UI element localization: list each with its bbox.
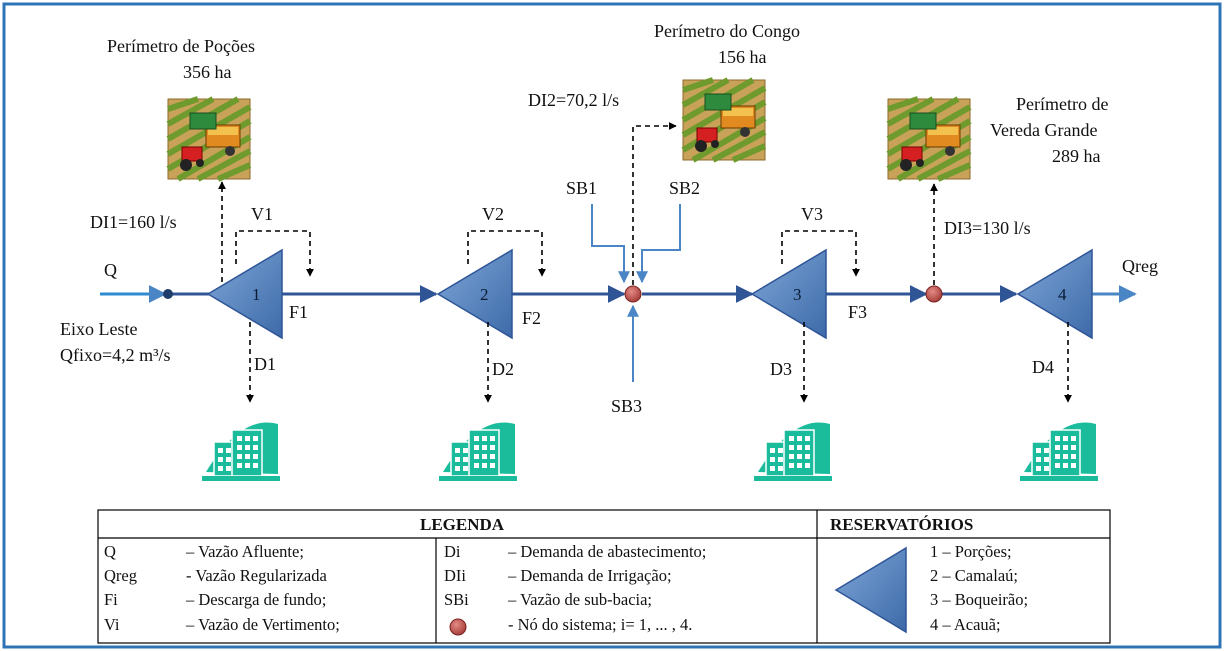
subbasin-sb3-label: SB3 <box>611 396 642 416</box>
legend-reservoir-triangle <box>834 546 907 634</box>
reservoir-3: 3 <box>750 248 827 340</box>
legend-description: – Vazão de sub-bacia; <box>507 590 652 609</box>
legend-symbol: Fi <box>104 590 118 609</box>
legend-symbol: Q <box>104 542 116 561</box>
system-node-1 <box>624 285 642 303</box>
legend-description: – Vazão Afluente; <box>185 542 304 561</box>
supply-demand-d4-label: D4 <box>1032 357 1054 377</box>
legend-description: - Vazão Regularizada <box>186 566 327 585</box>
bottom-discharge-f3-label: F3 <box>848 302 867 322</box>
subbasin-sb1-label: SB1 <box>566 178 597 198</box>
reservoir-4-number: 4 <box>1058 285 1067 304</box>
irrigation-demand-1-label: DI1=160 l/s <box>90 212 177 232</box>
subbasin-sb2-label: SB2 <box>669 178 700 198</box>
legend-title: LEGENDA <box>420 515 505 534</box>
legend-description: – Vazão de Vertimento; <box>185 615 340 634</box>
overflow-v2-path <box>467 230 546 277</box>
irrigation-demand-2-label: DI2=70,2 l/s <box>528 90 619 110</box>
reservoir-1-number: 1 <box>252 285 261 304</box>
bottom-discharge-f2-label: F2 <box>522 308 541 328</box>
system-node-2 <box>925 285 943 303</box>
legend-description: - Nó do sistema; i= 1, ... , 4. <box>508 615 692 634</box>
supply-demand-d1-label: D1 <box>254 354 276 374</box>
perimeter-2-area: 156 ha <box>718 47 767 67</box>
overflow-v2-label: V2 <box>482 204 504 224</box>
legend-row-4: Vi – Vazão de Vertimento; - Nó do sistem… <box>104 615 692 636</box>
perimeter-3-title: Perímetro de <box>1016 94 1108 114</box>
irrigation-perimeter-2-icon <box>683 80 765 160</box>
overflow-v3-path <box>781 230 860 277</box>
legend-row-2: Qreg - Vazão Regularizada DIi – Demanda … <box>104 566 672 585</box>
reservoirs-legend-item-1: 1 – Porções; <box>930 542 1012 561</box>
bottom-discharge-f1-label: F1 <box>289 302 308 322</box>
perimeter-3-subtitle: Vereda Grande <box>990 120 1097 140</box>
irrigation-demand-3-label: DI3=130 l/s <box>944 218 1031 238</box>
legend-symbol: Qreg <box>104 566 137 585</box>
legend-symbol: SBi <box>444 590 469 609</box>
overflow-v1-path <box>235 230 314 277</box>
inflow-junction <box>163 289 173 299</box>
legend-table <box>97 509 1111 644</box>
subbasin-sb2-path <box>636 204 681 284</box>
outflow-label: Qreg <box>1122 256 1158 276</box>
irrigation-perimeter-3-icon <box>888 99 970 179</box>
legend-symbol: Di <box>444 542 461 561</box>
reservoir-1: 1 <box>206 248 283 340</box>
perimeter-2-title: Perímetro do Congo <box>654 21 800 41</box>
legend-description: – Demanda de abastecimento; <box>507 542 706 561</box>
irrigation-perimeter-1-icon <box>168 99 250 179</box>
inflow-source-value: Qfixo=4,2 m³/s <box>60 345 171 365</box>
reservoir-2-number: 2 <box>480 285 489 304</box>
overflow-v1-label: V1 <box>251 204 273 224</box>
legend-symbol: DIi <box>444 566 466 585</box>
subbasin-sb1-path <box>591 204 630 284</box>
inflow-source-name: Eixo Leste <box>60 319 137 339</box>
supply-demand-d3-label: D3 <box>770 359 792 379</box>
legend-description: – Descarga de fundo; <box>185 590 326 609</box>
overflow-v3-label: V3 <box>801 204 823 224</box>
perimeter-1-title: Perímetro de Poções <box>107 36 255 56</box>
reservoirs-legend-item-2: 2 – Camalaú; <box>930 566 1018 585</box>
reservoir-2: 2 <box>436 248 513 340</box>
supply-demand-d2-label: D2 <box>492 359 514 379</box>
perimeter-3-area: 289 ha <box>1052 146 1101 166</box>
inflow-label: Q <box>104 260 117 280</box>
reservoir-3-number: 3 <box>793 285 802 304</box>
perimeter-1-area: 356 ha <box>183 62 232 82</box>
legend-row-3: Fi – Descarga de fundo; SBi – Vazão de s… <box>104 590 652 609</box>
reservoirs-legend-title: RESERVATÓRIOS <box>830 515 973 534</box>
legend-symbol: Vi <box>104 615 120 634</box>
reservoir-4: 4 <box>1016 248 1093 340</box>
legend-description: – Demanda de Irrigação; <box>507 566 672 585</box>
legend-row-1: Q – Vazão Afluente; Di – Demanda de abas… <box>104 542 706 561</box>
reservoirs-legend-item-4: 4 – Acauã; <box>930 615 1001 634</box>
reservoirs-legend-item-3: 3 – Boqueirão; <box>930 590 1028 609</box>
legend-node-symbol <box>449 618 467 636</box>
